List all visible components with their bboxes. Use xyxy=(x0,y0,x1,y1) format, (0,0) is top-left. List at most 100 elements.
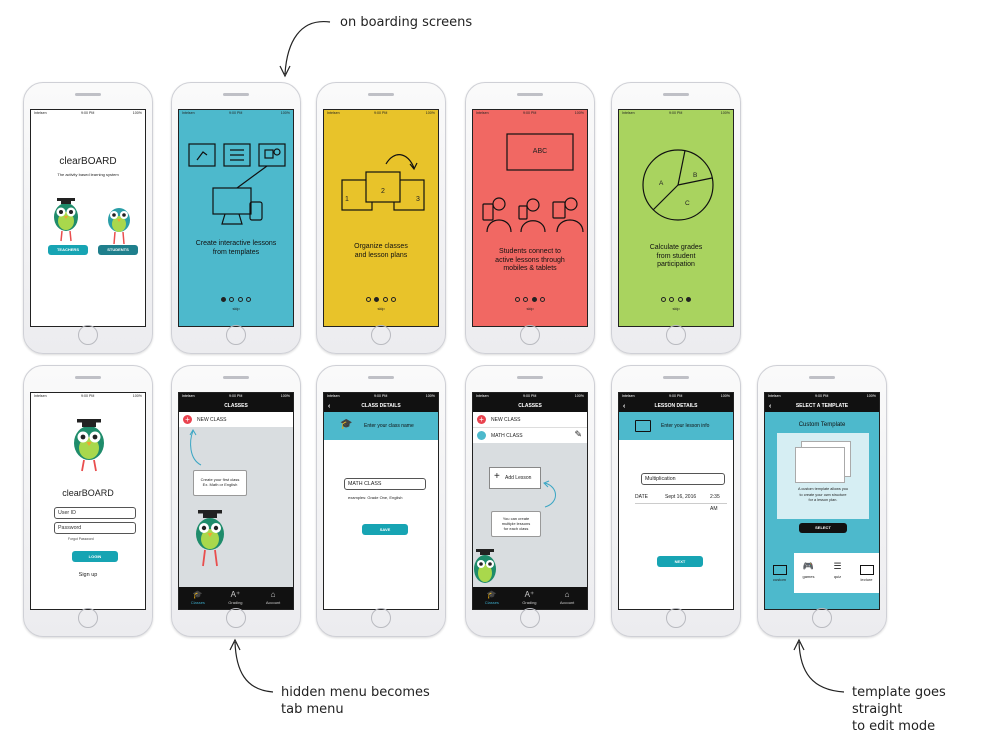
back-arrow-icon[interactable]: ‹ xyxy=(623,403,626,410)
battery: 100% xyxy=(425,111,435,115)
dot-4[interactable] xyxy=(539,297,545,302)
page-dots[interactable] xyxy=(179,289,293,307)
splash-tagline: The activity based learning system xyxy=(57,172,119,177)
nav-bar: CLASSES xyxy=(473,401,587,412)
page-dots[interactable] xyxy=(473,289,587,307)
tab-grading[interactable]: A⁺Grading xyxy=(217,589,255,605)
select-button[interactable]: SELECT xyxy=(799,523,847,533)
home-button[interactable] xyxy=(520,608,540,628)
home-button[interactable] xyxy=(78,608,98,628)
save-button[interactable]: SAVE xyxy=(362,524,408,535)
skip-link[interactable]: skip xyxy=(672,306,680,311)
dot-1[interactable] xyxy=(515,297,521,302)
lesson-info-prompt: Enter your lesson info xyxy=(661,423,710,429)
dot-1[interactable] xyxy=(661,297,667,302)
template-lecture[interactable]: lecture xyxy=(852,553,879,593)
template-games[interactable]: 🎮games xyxy=(794,553,823,593)
page-dots[interactable] xyxy=(324,289,438,307)
card-3-number: 3 xyxy=(416,196,420,203)
time: 9:00 PM xyxy=(669,111,683,115)
edit-icon[interactable]: ✎ xyxy=(574,429,582,439)
forgot-password-link[interactable]: Forgot Password xyxy=(68,537,94,541)
tab-grading[interactable]: A⁺Grading xyxy=(511,589,549,605)
card-2-number: 2 xyxy=(381,188,385,195)
dot-1[interactable] xyxy=(366,297,372,302)
add-lesson-card[interactable]: + Add Lesson xyxy=(489,467,541,489)
home-button[interactable] xyxy=(371,325,391,345)
next-button[interactable]: NEXT xyxy=(657,556,703,567)
home-button[interactable] xyxy=(371,608,391,628)
home-button[interactable] xyxy=(78,325,98,345)
arrow-hidden-menu xyxy=(234,641,274,693)
signup-link[interactable]: Sign up xyxy=(78,572,98,578)
skip-link[interactable]: skip xyxy=(377,306,385,311)
dot-1[interactable] xyxy=(221,297,227,302)
nav-bar: ‹CLASS DETAILS xyxy=(324,401,438,412)
page-dots[interactable] xyxy=(619,289,733,307)
speaker xyxy=(517,93,543,96)
dot-4[interactable] xyxy=(390,297,396,302)
speaker xyxy=(75,93,101,96)
teachers-button[interactable]: TEACHERS xyxy=(48,245,88,255)
tab-classes[interactable]: 🎓Classes xyxy=(179,589,217,605)
home-button[interactable] xyxy=(226,325,246,345)
dot-3[interactable] xyxy=(382,297,388,302)
date-row[interactable]: DATE Sept 16, 2016 2:35 AM xyxy=(635,491,727,512)
lesson-header-panel: Enter your lesson info xyxy=(619,412,733,440)
home-button[interactable] xyxy=(226,608,246,628)
user-id-field[interactable]: User ID xyxy=(54,507,136,519)
class-name-input[interactable]: MATH CLASS xyxy=(344,478,426,490)
home-button[interactable] xyxy=(812,608,832,628)
home-button[interactable] xyxy=(666,608,686,628)
template-custom[interactable]: custom xyxy=(765,553,794,593)
new-class-row[interactable]: + NEW CLASS xyxy=(179,412,293,427)
dot-3[interactable] xyxy=(237,297,243,302)
dot-3[interactable] xyxy=(531,297,537,302)
quiz-list-icon: ☰ xyxy=(833,561,842,571)
template-lecture-label: lecture xyxy=(860,577,873,582)
grade-a-plus-icon: A⁺ xyxy=(230,590,241,599)
skip-link[interactable]: skip xyxy=(526,306,534,311)
time: 9:00 PM xyxy=(229,394,243,398)
back-arrow-icon[interactable]: ‹ xyxy=(769,403,772,410)
home-button[interactable] xyxy=(520,325,540,345)
plus-icon: + xyxy=(494,471,500,482)
template-quiz[interactable]: ☰quiz xyxy=(823,553,852,593)
tab-account[interactable]: ⌂Account xyxy=(548,589,586,605)
lesson-name-input[interactable]: Multiplication xyxy=(641,473,725,485)
dot-4[interactable] xyxy=(685,297,691,302)
carrier: Intelsen xyxy=(476,111,489,115)
page-title: SELECT A TEMPLATE xyxy=(795,403,849,409)
dot-2[interactable] xyxy=(229,297,235,302)
math-class-row[interactable]: MATH CLASS ✎ xyxy=(473,428,587,443)
back-arrow-icon[interactable]: ‹ xyxy=(328,403,331,410)
tab-account[interactable]: ⌂Account xyxy=(254,589,292,605)
new-class-row[interactable]: + NEW CLASS xyxy=(473,412,587,428)
skip-link[interactable]: skip xyxy=(232,306,240,311)
home-button[interactable] xyxy=(666,325,686,345)
dot-3[interactable] xyxy=(677,297,683,302)
dot-4[interactable] xyxy=(245,297,251,302)
dot-2[interactable] xyxy=(374,297,380,302)
students-button[interactable]: STUDENTS xyxy=(98,245,138,255)
tab-classes[interactable]: 🎓Classes xyxy=(473,589,511,605)
arrow-hidden-menu-head xyxy=(229,638,241,651)
battery: 100% xyxy=(574,111,584,115)
dot-2[interactable] xyxy=(523,297,529,302)
login-button[interactable]: LOGIN xyxy=(72,551,118,562)
dot-2[interactable] xyxy=(669,297,675,302)
password-field[interactable]: Password xyxy=(54,522,136,534)
